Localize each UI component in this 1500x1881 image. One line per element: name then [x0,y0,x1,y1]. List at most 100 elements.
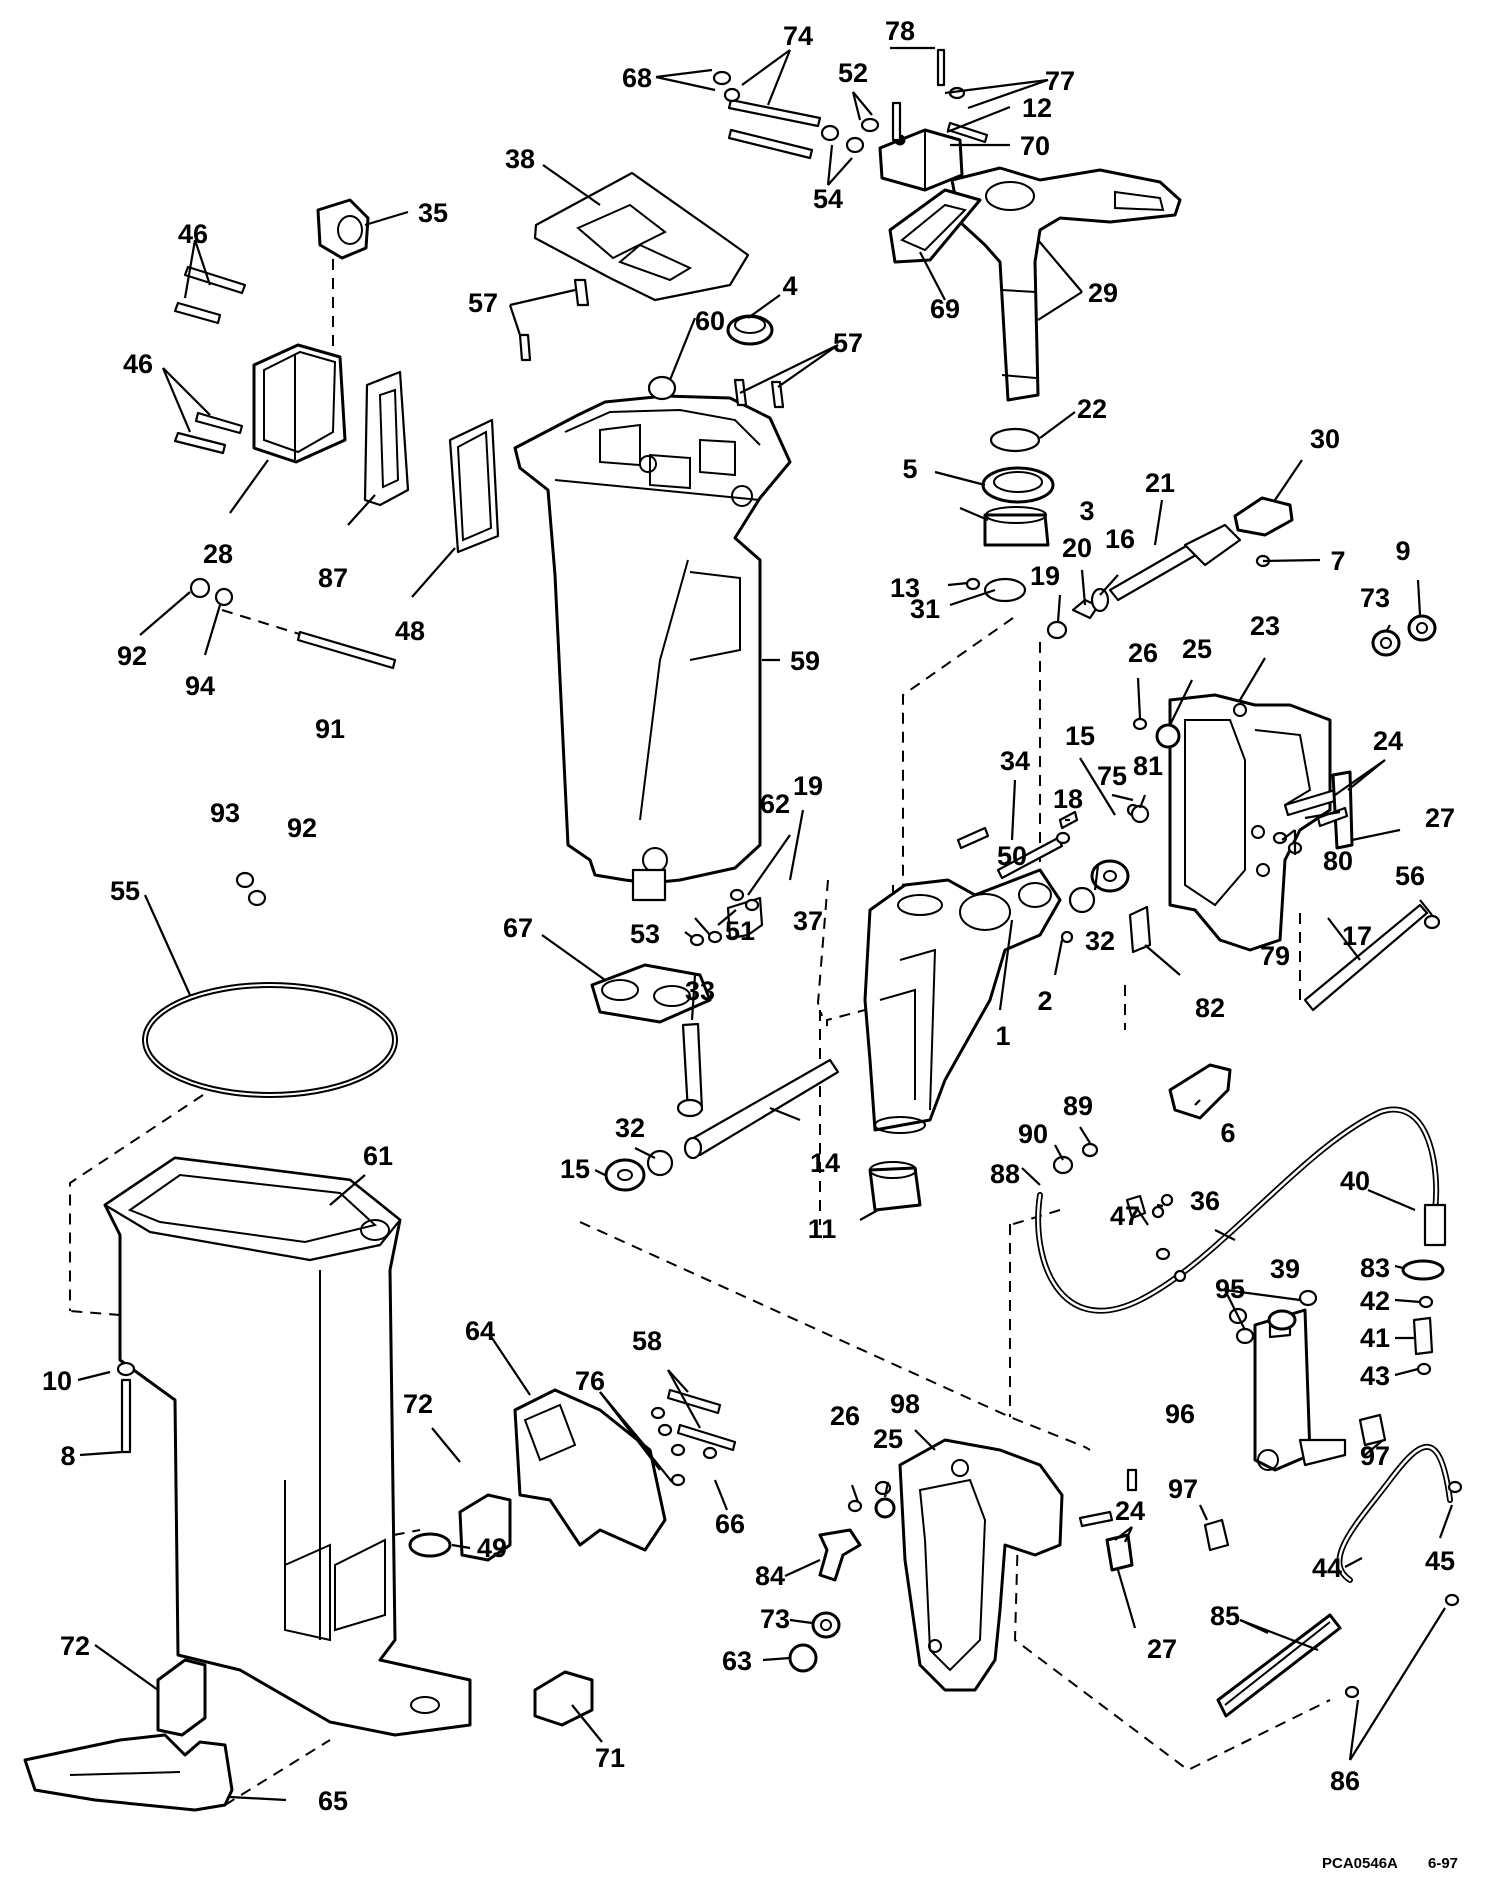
callout-23: 23 [1250,611,1280,641]
callout-18: 18 [1053,784,1083,814]
figure-date: 6-97 [1428,1855,1458,1872]
callout-76: 76 [575,1366,605,1396]
callout-93: 93 [210,798,240,828]
callout-97-right: 97 [1360,1441,1390,1471]
callout-43: 43 [1360,1361,1390,1391]
callout-41: 41 [1360,1323,1390,1353]
callout-53: 53 [630,919,660,949]
callout-33: 33 [685,976,715,1006]
callout-21: 21 [1145,468,1175,498]
callout-46-upper: 46 [178,219,208,249]
callout-72-upper: 72 [403,1389,433,1419]
callout-88: 88 [990,1159,1020,1189]
callout-71: 71 [595,1743,625,1773]
callout-91: 91 [315,714,345,744]
callout-96: 96 [1165,1399,1195,1429]
bracket-64-part [513,1388,667,1552]
callout-57-upper: 57 [468,288,498,318]
callout-89: 89 [1063,1091,1093,1121]
callout-25-lower: 25 [873,1424,903,1454]
callout-51: 51 [725,916,755,946]
callout-25-upper: 25 [1182,634,1212,664]
callout-60: 60 [695,306,725,336]
callout-90: 90 [1018,1119,1048,1149]
seal-67-part [590,963,712,1024]
callout-12: 12 [1022,93,1052,123]
trim-cable-part [1035,1106,1447,1314]
bushing-parts [726,314,1055,603]
callout-2: 2 [1037,986,1052,1016]
callout-5: 5 [902,454,917,484]
callout-42: 42 [1360,1286,1390,1316]
callout-57-lower: 57 [833,328,863,358]
block-30-part [1233,496,1294,537]
pin-33-part [676,1022,704,1118]
callout-26-upper: 26 [1128,638,1158,668]
callout-31: 31 [910,594,940,624]
callout-94: 94 [185,671,215,701]
leader-lines [77,46,1454,1802]
clip-6-part [1168,1063,1232,1120]
steering-arm-part [950,166,1182,402]
callout-81: 81 [1133,751,1163,781]
callout-74: 74 [783,21,813,51]
callout-46-lower: 46 [123,349,153,379]
callout-1: 1 [995,1021,1010,1051]
callout-47: 47 [1110,1201,1140,1231]
block-parts-72-71 [156,1493,594,1737]
gasket-38-part [533,171,750,302]
callout-15-upper: 15 [1065,721,1095,751]
tilt-tube-part [683,1058,840,1160]
callout-87: 87 [318,563,348,593]
callout-27-upper: 27 [1425,803,1455,833]
lower-housing-part [103,1156,472,1737]
callout-32-lower: 32 [615,1113,645,1143]
ring-gasket-55-part [142,982,398,1098]
callout-15-lower: 15 [560,1154,590,1184]
callout-73-lower: 73 [760,1604,790,1634]
callout-19-lower: 19 [793,771,823,801]
callout-54: 54 [813,184,843,214]
grommet-35-part [316,198,370,260]
plate-85-part [1216,1613,1342,1718]
callout-34: 34 [1000,746,1030,776]
plate-87-part [363,370,410,507]
callout-61: 61 [363,1141,393,1171]
callout-24-lower: 24 [1115,1496,1145,1526]
callout-8: 8 [60,1441,75,1471]
callout-6: 6 [1220,1118,1235,1148]
callout-58: 58 [632,1326,662,1356]
callout-63: 63 [722,1646,752,1676]
callout-4: 4 [782,271,797,301]
tube-21-part [1108,523,1242,602]
callout-78: 78 [885,16,915,46]
callout-62: 62 [760,789,790,819]
callout-59: 59 [790,646,820,676]
callout-30: 30 [1310,424,1340,454]
cover-65-part [23,1733,234,1812]
callout-69: 69 [930,294,960,324]
callout-68: 68 [622,63,652,93]
callout-10: 10 [42,1366,72,1396]
gasket-48-part [448,418,500,554]
callout-7: 7 [1330,546,1345,576]
figure-code: PCA0546A [1322,1855,1398,1872]
pin-97-parts [1203,1413,1387,1552]
stern-bracket-98-part [898,1438,1064,1692]
callout-28: 28 [203,539,233,569]
callout-55: 55 [110,876,140,906]
washer-49-part [408,1532,452,1558]
callout-14: 14 [810,1148,840,1178]
callout-92-upper: 92 [117,641,147,671]
plate-82-part [1128,905,1152,954]
callout-50: 50 [997,841,1027,871]
callout-9: 9 [1395,536,1410,566]
callout-83: 83 [1360,1253,1390,1283]
callout-98: 98 [890,1389,920,1419]
callout-39: 39 [1270,1254,1300,1284]
swivel-bracket-part [863,868,1062,1134]
callout-32-upper: 32 [1085,926,1115,956]
callout-80: 80 [1323,846,1353,876]
callout-3: 3 [1079,496,1094,526]
